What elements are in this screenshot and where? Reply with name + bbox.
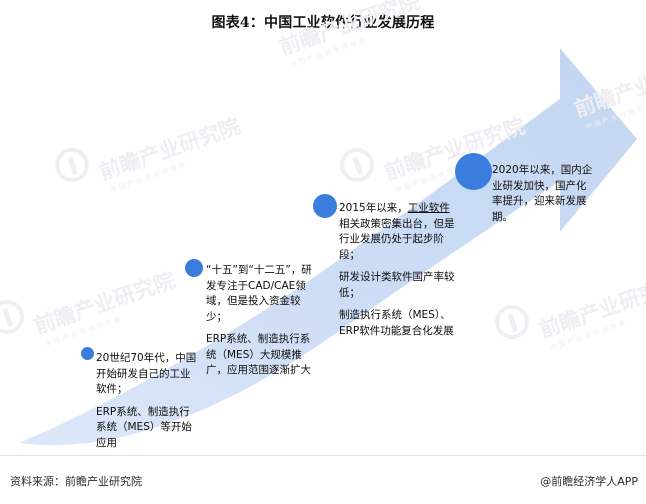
source-note: 资料来源：前瞻产业研究院	[10, 475, 142, 488]
milestone-dot-1[interactable]	[81, 347, 94, 360]
page-title: 图表4：中国工业软件行业发展历程	[211, 15, 435, 31]
milestone-paragraph: 2015年以来，工业软件相关政策密集出台，但是行业发展仍处于起步阶段；	[339, 202, 455, 261]
milestone-text-1: 20世纪70年代，中国开始研发自己的工业软件； ERP系统、制造执行系统（MES…	[96, 351, 200, 451]
milestone-text-3: 2015年以来，工业软件相关政策密集出台，但是行业发展仍处于起步阶段； 研发设计…	[339, 201, 456, 339]
milestone-paragraph: 2020年以来，国内企业研发加快，国产化率提升，迎来新发展期。	[492, 164, 593, 223]
milestone-paragraph: “十五”到“十二五”，研发专注于CAD/CAE领域，但是投入资金较少；	[206, 264, 312, 323]
footer-divider	[0, 455, 646, 456]
milestone-paragraph: 20世纪70年代，中国开始研发自己的工业软件；	[96, 352, 197, 395]
milestone-dot-4[interactable]	[455, 153, 492, 190]
milestone-paragraph: ERP系统、制造执行系统（MES）大规模推广，应用范围逐渐扩大	[206, 333, 311, 376]
milestone-text-4: 2020年以来，国内企业研发加快，国产化率提升，迎来新发展期。	[492, 163, 596, 225]
milestone-paragraph: 研发设计类软件国产率较低；	[339, 271, 455, 299]
milestone-paragraph: 制造执行系统（MES）、ERP软件功能复合化发展	[339, 309, 454, 337]
milestone-paragraph: ERP系统、制造执行系统（MES）等开始应用	[96, 405, 192, 449]
app-credit: @前瞻经济学人APP	[540, 475, 638, 488]
milestone-dot-3[interactable]	[313, 194, 337, 218]
milestone-text-2: “十五”到“十二五”，研发专注于CAD/CAE领域，但是投入资金较少； ERP系…	[206, 263, 318, 379]
industrial-software-link[interactable]: 工业软件	[407, 202, 450, 214]
milestone-dot-2[interactable]	[185, 259, 203, 277]
